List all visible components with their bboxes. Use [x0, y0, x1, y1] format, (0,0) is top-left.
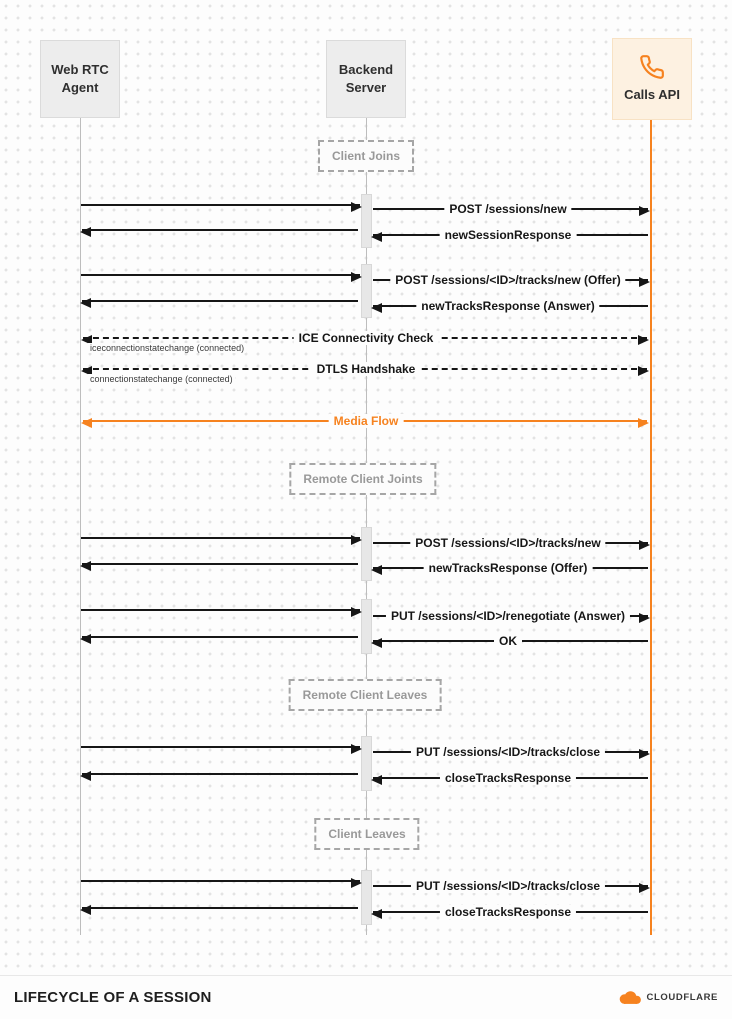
message-label: POST /sessions/<ID>/tracks/new (Offer): [390, 273, 626, 287]
activation-bar: [361, 264, 372, 318]
message-label: ICE Connectivity Check: [293, 331, 439, 345]
arrow-webrtc-to-backend: [81, 202, 362, 212]
phase-label-client-leaves: Client Leaves: [314, 818, 420, 850]
message-label: newTracksResponse (Offer): [423, 561, 593, 575]
arrow-backend-to-webrtc: [80, 227, 358, 237]
activation-bar: [361, 599, 372, 654]
arrow-webrtc-to-backend: [81, 744, 362, 754]
message-label: closeTracksResponse: [439, 771, 577, 785]
message-label: DTLS Handshake: [311, 362, 421, 376]
message-label: PUT /sessions/<ID>/tracks/close: [410, 879, 606, 893]
actor-box-webrtc-agent: Web RTC Agent: [40, 40, 120, 118]
actor-label: Calls API: [624, 86, 680, 102]
actor-label: Web RTC: [51, 61, 109, 77]
event-note: connectionstatechange (connected): [88, 374, 235, 384]
arrow-backend-to-webrtc: [80, 634, 358, 644]
arrow-backend-to-webrtc: [80, 298, 358, 308]
phase-label-client-joins: Client Joins: [317, 140, 415, 172]
activation-bar: [361, 736, 372, 791]
cloudflare-wordmark: CLOUDFLARE: [646, 992, 718, 1003]
actor-label: Agent: [61, 80, 99, 95]
actor-box-calls-api: Calls API: [612, 38, 692, 120]
actor-label: Server: [345, 80, 387, 95]
activation-bar: [361, 194, 372, 248]
activation-bar: [361, 870, 372, 925]
message-label: POST /sessions/<ID>/tracks/new: [410, 536, 606, 550]
phase-label-remote-client-leaves: Remote Client Leaves: [288, 679, 442, 711]
message-label: closeTracksResponse: [439, 905, 577, 919]
lifeline-webrtc-agent: [80, 118, 81, 935]
lifeline-calls-api: [650, 120, 652, 935]
message-label: Media Flow: [328, 414, 404, 428]
message-label: PUT /sessions/<ID>/tracks/close: [410, 745, 606, 759]
arrow-webrtc-to-backend: [81, 607, 362, 617]
message-label: newSessionResponse: [439, 228, 577, 242]
lifeline-backend-server: [366, 118, 367, 935]
message-label: PUT /sessions/<ID>/renegotiate (Answer): [385, 609, 631, 623]
activation-bar: [361, 527, 372, 581]
footer-bar: LIFECYCLE OF A SESSION CLOUDFLARE: [0, 975, 732, 1019]
arrow-webrtc-to-backend: [81, 535, 362, 545]
message-label: OK: [494, 634, 522, 648]
arrow-webrtc-to-backend: [81, 878, 362, 888]
arrow-backend-to-webrtc: [80, 771, 358, 781]
page-title: LIFECYCLE OF A SESSION: [14, 989, 212, 1006]
actor-box-backend-server: Backend Server: [326, 40, 406, 118]
actor-label: Backend: [338, 61, 394, 77]
arrow-backend-to-webrtc: [80, 561, 358, 571]
phone-icon: [640, 54, 664, 79]
cloudflare-logo: CLOUDFLARE: [618, 991, 718, 1004]
message-label: POST /sessions/new: [444, 202, 572, 216]
arrow-webrtc-to-backend: [81, 272, 362, 282]
message-label: newTracksResponse (Answer): [416, 299, 600, 313]
arrow-backend-to-webrtc: [80, 905, 358, 915]
cloudflare-cloud-icon: [619, 991, 641, 1004]
phase-label-remote-client-joins: Remote Client Joints: [289, 463, 437, 495]
event-note: iceconnectionstatechange (connected): [88, 343, 247, 353]
